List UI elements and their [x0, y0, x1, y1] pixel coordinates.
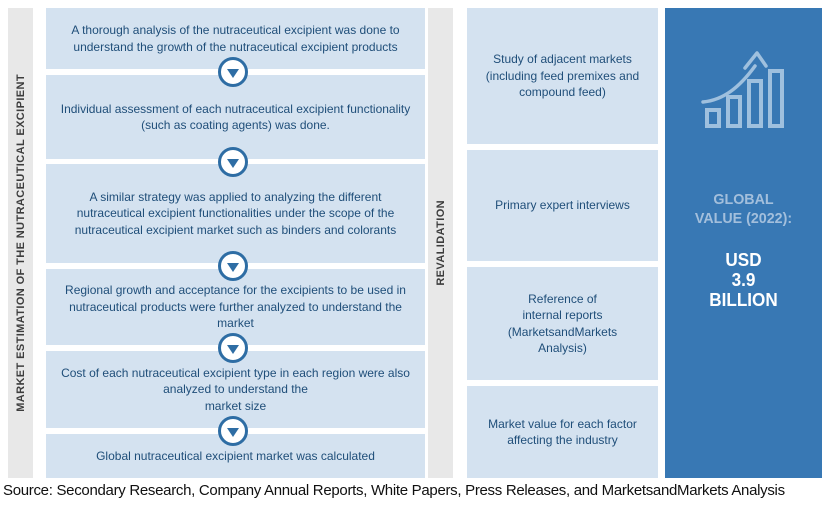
global-value-panel: GLOBAL VALUE (2022): USD 3.9 BILLION [665, 8, 822, 478]
process-step-4-text: Regional growth and acceptance for the e… [65, 283, 406, 331]
revalidation-item-4: Market value for each factor affecting t… [467, 386, 658, 478]
process-step-2-text: Individual assessment of each nutraceuti… [60, 101, 411, 133]
revalidation-item-3-text: Reference of internal reports (Marketsan… [507, 291, 618, 356]
global-value-label-line1: GLOBAL [713, 191, 774, 208]
down-arrow-icon [218, 57, 248, 87]
revalidation-item-2: Primary expert interviews [467, 150, 658, 261]
down-triangle [227, 262, 239, 272]
down-triangle [227, 427, 239, 437]
revalidation-label: REVALIDATION [434, 200, 447, 286]
revalidation-item-1-text: Study of adjacent markets (including fee… [485, 52, 640, 100]
down-triangle [227, 68, 239, 78]
global-value-number: 3.9 [731, 270, 756, 290]
global-value-unit: BILLION [709, 290, 778, 310]
revalidation-item-4-text: Market value for each factor affecting t… [488, 416, 637, 448]
source-text: Source: Secondary Research, Company Annu… [3, 482, 785, 499]
revalidation-item-1: Study of adjacent markets (including fee… [467, 8, 658, 144]
market-estimation-label: MARKET ESTIMATION OF THE NUTRACEUTICAL E… [14, 74, 27, 412]
revalidation-item-3: Reference of internal reports (Marketsan… [467, 267, 658, 380]
down-arrow-icon [218, 333, 248, 363]
down-arrow-icon [218, 416, 248, 446]
global-value-amount: USD 3.9 BILLION [669, 250, 818, 310]
global-value-currency: USD [725, 250, 762, 270]
global-value-label-line2: VALUE (2022): [694, 210, 793, 227]
down-triangle [227, 344, 239, 354]
down-arrow-icon [218, 251, 248, 281]
process-step-1-text: A thorough analysis of the nutraceutical… [71, 23, 400, 54]
process-step-6-text: Global nutraceutical excipient market wa… [96, 448, 375, 463]
revalidation-item-2-text: Primary expert interviews [495, 198, 630, 213]
down-arrow-icon [218, 147, 248, 177]
market-estimation-strip: MARKET ESTIMATION OF THE NUTRACEUTICAL E… [8, 8, 33, 478]
process-step-5: Cost of each nutraceutical excipient typ… [46, 351, 425, 428]
down-triangle [227, 158, 239, 168]
process-step-3: A similar strategy was applied to analyz… [46, 164, 425, 263]
growth-chart-icon [700, 51, 784, 128]
process-step-2: Individual assessment of each nutraceuti… [46, 75, 425, 159]
global-value-label: GLOBAL VALUE (2022): [669, 190, 818, 228]
process-step-3-text: A similar strategy was applied to analyz… [74, 189, 397, 237]
process-step-4: Regional growth and acceptance for the e… [46, 269, 425, 345]
process-step-5-text: Cost of each nutraceutical excipient typ… [61, 365, 410, 413]
revalidation-strip: REVALIDATION [428, 8, 453, 478]
